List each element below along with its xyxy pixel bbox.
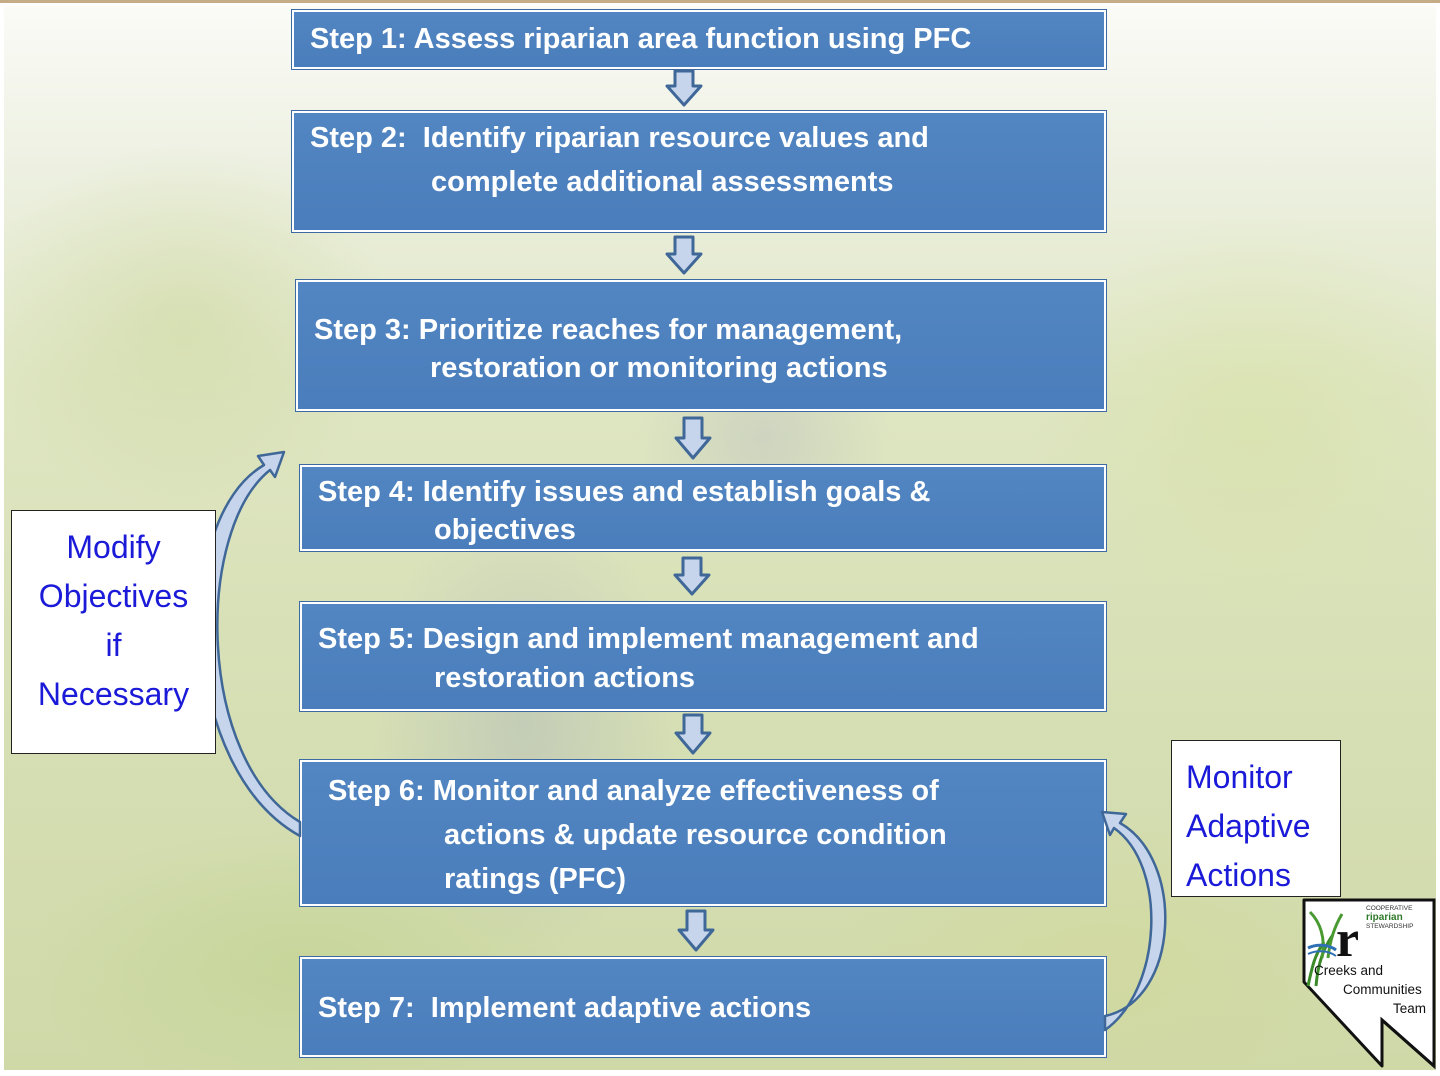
step-2-line-2: complete additional assessments: [431, 166, 894, 198]
curved-arrow-icon: [1100, 810, 1167, 1032]
modify-objectives-line-3: if: [105, 627, 122, 663]
logo-small-line-3: STEWARDSHIP: [1366, 923, 1413, 930]
modify-objectives-line-4: Necessary: [37, 676, 190, 712]
step-5-box: Step 5: Design and implement management …: [300, 602, 1106, 711]
down-arrow-icon: [673, 556, 711, 596]
modify-objectives-line-2: Objectives: [38, 578, 189, 614]
step-3-box: Step 3: Prioritize reaches for managemen…: [296, 280, 1106, 411]
step-7-box: Step 7: Implement adaptive actions: [300, 957, 1106, 1057]
cooperative-riparian-logo: r COOPERATIVE riparian STEWARDSHIP: [1302, 898, 1436, 1070]
down-arrow-icon: [677, 909, 715, 952]
monitor-adaptive-note: Monitor Adaptive Actions: [1171, 740, 1341, 897]
logo-team-line-2: Communities: [1343, 982, 1422, 997]
logo-team-line-3: Team: [1393, 1001, 1427, 1016]
logo-team-line-1: Creeks and: [1314, 963, 1384, 978]
logo-small-line-1: COOPERATIVE: [1366, 905, 1413, 912]
step-3-line-2: restoration or monitoring actions: [430, 352, 888, 384]
step-4-box: Step 4: Identify issues and establish go…: [300, 465, 1106, 551]
step-6-box: Step 6: Monitor and analyze effectivenes…: [300, 760, 1106, 906]
down-arrow-icon: [674, 713, 712, 755]
monitor-adaptive-line-3: Actions: [1186, 857, 1291, 893]
modify-objectives-note: Modify Objectives if Necessary: [11, 510, 216, 754]
step-4-line-1: Step 4: Identify issues and establish go…: [318, 476, 931, 508]
step-4-line-2: objectives: [434, 514, 576, 546]
logo-mark: r: [1336, 911, 1359, 968]
down-arrow-icon: [665, 235, 703, 275]
monitor-adaptive-line-1: Monitor: [1186, 759, 1293, 795]
step-6-line-1: Step 6: Monitor and analyze effectivenes…: [328, 775, 939, 807]
down-arrow-icon: [674, 416, 712, 460]
modify-objectives-line-1: Modify: [66, 529, 161, 565]
step-5-line-2: restoration actions: [434, 662, 696, 694]
down-arrow-icon: [665, 69, 703, 107]
step-5-line-1: Step 5: Design and implement management …: [318, 623, 979, 655]
step-6-line-2: actions & update resource condition: [444, 819, 947, 851]
step-1-line-1: Step 1: Assess riparian area function us…: [310, 23, 972, 55]
step-2-line-1: Step 2: Identify riparian resource value…: [310, 122, 929, 154]
step-1-box: Step 1: Assess riparian area function us…: [292, 10, 1106, 69]
step-2-box: Step 2: Identify riparian resource value…: [292, 111, 1106, 232]
step-3-line-1: Step 3: Prioritize reaches for managemen…: [314, 314, 903, 346]
step-7-line-1: Step 7: Implement adaptive actions: [318, 992, 812, 1024]
step-6-line-3: ratings (PFC): [444, 863, 627, 895]
monitor-adaptive-line-2: Adaptive: [1186, 808, 1311, 844]
top-rule: [0, 0, 1440, 3]
logo-small-line-2: riparian: [1366, 912, 1403, 923]
